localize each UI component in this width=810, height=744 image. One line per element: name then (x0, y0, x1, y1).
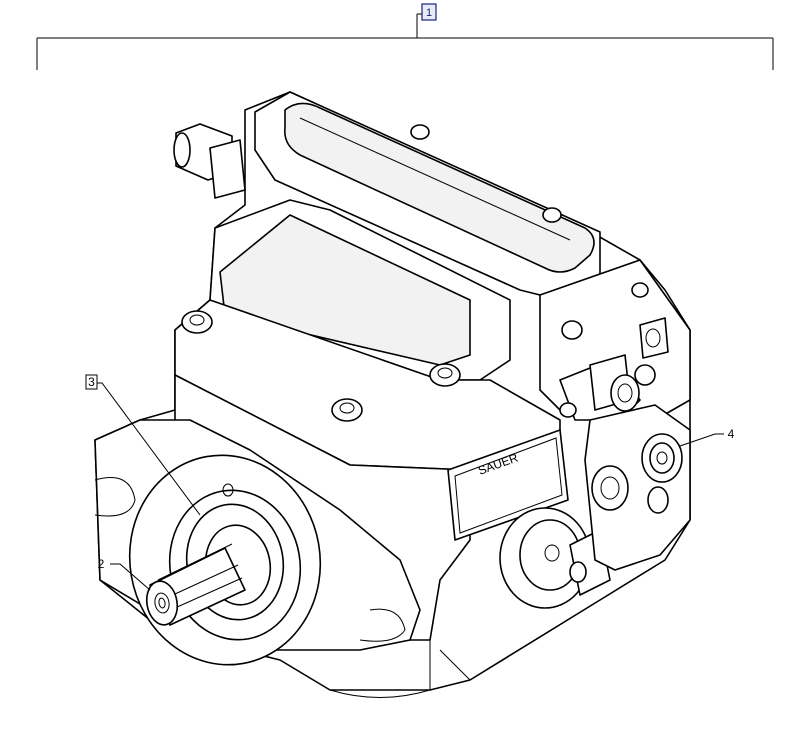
nameplate: SAUER (447, 429, 569, 541)
callout-3[interactable]: 3 (85, 374, 201, 516)
callout-4-leader (679, 433, 724, 447)
callout-2-leader (110, 563, 151, 591)
drive-shaft (145, 543, 246, 626)
callout-4-label[interactable]: 4 (728, 427, 735, 441)
assembly-bracket (36, 14, 774, 70)
callout-4[interactable]: 4 (679, 427, 735, 447)
callout-2[interactable]: 2 (98, 557, 151, 591)
port-plug (641, 433, 683, 483)
assembly-callout[interactable]: 1 (417, 3, 437, 21)
assembly-callout-label[interactable]: 1 (426, 7, 432, 19)
assembly-callout-box[interactable] (421, 3, 437, 21)
callout-3-leader (97, 382, 201, 516)
solenoid-connector (173, 123, 246, 199)
cap-screw-group (181, 124, 645, 422)
valve-block (539, 259, 691, 421)
pump-body: SAUER (94, 91, 691, 698)
callout-3-box[interactable] (85, 374, 98, 390)
callout-2-label[interactable]: 2 (98, 557, 105, 571)
callout-3-label[interactable]: 3 (88, 375, 95, 389)
